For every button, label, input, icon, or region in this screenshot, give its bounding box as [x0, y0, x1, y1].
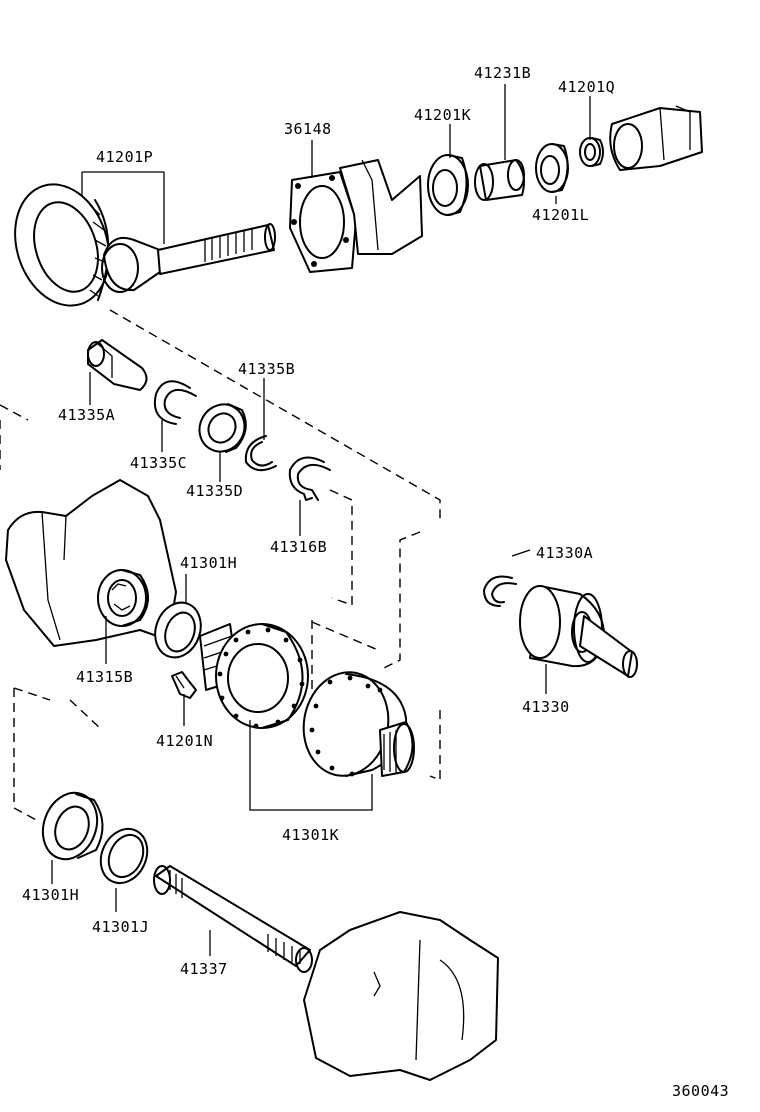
label-41330: 41330 — [522, 698, 570, 716]
label-41335b: 41335B — [238, 360, 295, 378]
snap-ring-41335b-drawing — [244, 435, 277, 472]
label-41301j: 41301J — [92, 918, 149, 936]
label-41316b: 41316B — [270, 538, 327, 556]
axle-shaft-41337-drawing — [153, 865, 313, 973]
leader-lines — [51, 84, 591, 956]
race-41301h-top-drawing — [154, 601, 202, 659]
ring-gear-41201p-drawing — [14, 183, 276, 307]
bearing-41335d-drawing — [198, 403, 247, 453]
label-41335d: 41335D — [186, 482, 243, 500]
snap-ring-41330a-drawing — [483, 575, 517, 607]
label-41335a: 41335A — [58, 406, 115, 424]
race-41301j-drawing — [99, 827, 149, 885]
snap-ring-41316b-drawing — [288, 456, 331, 501]
carrier-41315b-drawing — [97, 569, 149, 627]
bearing-41201k-drawing — [427, 154, 469, 216]
diff-case-41301k-drawing — [199, 623, 415, 777]
nut-41201q-drawing — [579, 105, 703, 171]
part-labels: 41201P 36148 41201K 41231B 41201Q 41201L… — [22, 64, 729, 1100]
label-41201l: 41201L — [532, 206, 589, 224]
label-41337: 41337 — [180, 960, 228, 978]
shaft-41330-drawing — [519, 585, 638, 678]
label-41301h-top: 41301H — [180, 554, 237, 572]
transaxle-case-drawing — [303, 911, 499, 1081]
snap-ring-41335c-drawing — [154, 380, 197, 425]
label-41201q: 41201Q — [558, 78, 615, 96]
bearing-41201l-drawing — [535, 143, 569, 193]
bearing-41301h-bottom-drawing — [41, 791, 104, 861]
spacer-41231b-drawing — [474, 159, 525, 201]
label-41201n: 41201N — [156, 732, 213, 750]
label-41335c: 41335C — [130, 454, 187, 472]
label-41330a: 41330A — [536, 544, 593, 562]
label-36148: 36148 — [284, 120, 332, 138]
label-41201k: 41201K — [414, 106, 471, 124]
case-housing-drawing — [5, 479, 177, 647]
pin-41335a-drawing — [87, 339, 148, 391]
assembly-dashed-lines — [0, 309, 441, 823]
label-41201p: 41201P — [96, 148, 153, 166]
label-41231b: 41231B — [474, 64, 531, 82]
label-41301k: 41301K — [282, 826, 339, 844]
gasket-36148-drawing — [289, 159, 423, 273]
label-41315b: 41315B — [76, 668, 133, 686]
bolt-41201n-drawing — [171, 671, 197, 699]
diagram-number: 360043 — [672, 1082, 729, 1100]
label-41301h-bottom: 41301H — [22, 886, 79, 904]
